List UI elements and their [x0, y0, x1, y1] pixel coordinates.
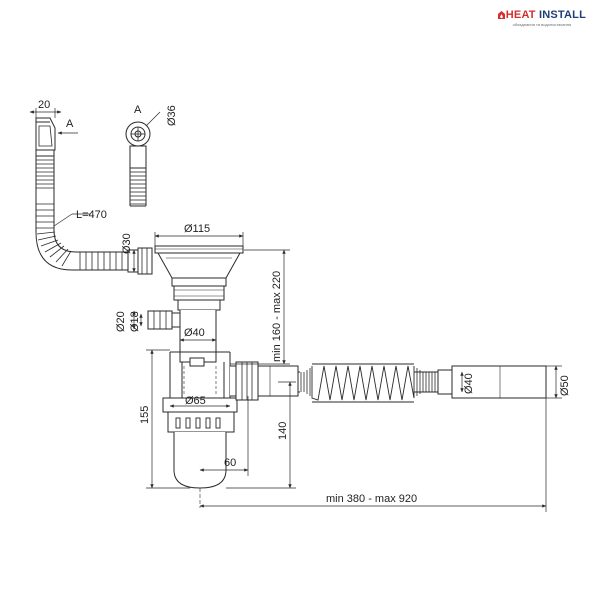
house-drop-icon	[497, 11, 505, 19]
dim-grate-diameter: Ø115	[184, 223, 210, 235]
brand-tagline: обладнання та водопостачання	[512, 22, 572, 27]
view-marker-a: A	[66, 118, 74, 130]
dim-height-range: min 160 - max 220	[271, 271, 283, 362]
brand-name-cold: INSTALL	[538, 9, 586, 21]
strainer-assembly	[154, 245, 244, 311]
dimension-lines	[29, 108, 562, 512]
dim-length-range: min 380 - max 920	[326, 493, 417, 505]
dim-outlet-offset: 60	[224, 457, 236, 469]
brand-name: HEAT INSTALL	[497, 9, 586, 21]
dim-overflow-head-diameter: Ø36	[166, 105, 178, 126]
dim-trap-height: 155	[139, 406, 151, 424]
dim-bottle-diameter: Ø65	[185, 395, 206, 407]
brand-name-hot: HEAT	[505, 9, 536, 21]
brand-logo: HEAT INSTALL обладнання та водопостачанн…	[497, 9, 586, 27]
dim-tube-diameter: Ø40	[184, 327, 205, 339]
dim-flex-outer-diameter: Ø50	[559, 375, 571, 396]
dim-outlet-height: 140	[277, 422, 289, 440]
section-label-a: A	[134, 104, 142, 116]
corrugated-flex-pipe	[298, 363, 547, 403]
dim-side-outlet-inner: Ø18	[129, 311, 141, 332]
dim-overflow-outlet-diameter: Ø30	[121, 233, 133, 254]
dim-side-outlet-outer: Ø20	[115, 311, 127, 332]
dim-hose-length: L=470	[76, 209, 107, 221]
bottle-trap	[162, 351, 238, 508]
dim-flex-inner-diameter: Ø40	[463, 373, 475, 394]
vertical-tube	[147, 310, 217, 367]
dim-overflow-width: 20	[38, 99, 50, 111]
outlet-connection	[230, 361, 299, 401]
overflow-head-view-a	[125, 121, 151, 207]
